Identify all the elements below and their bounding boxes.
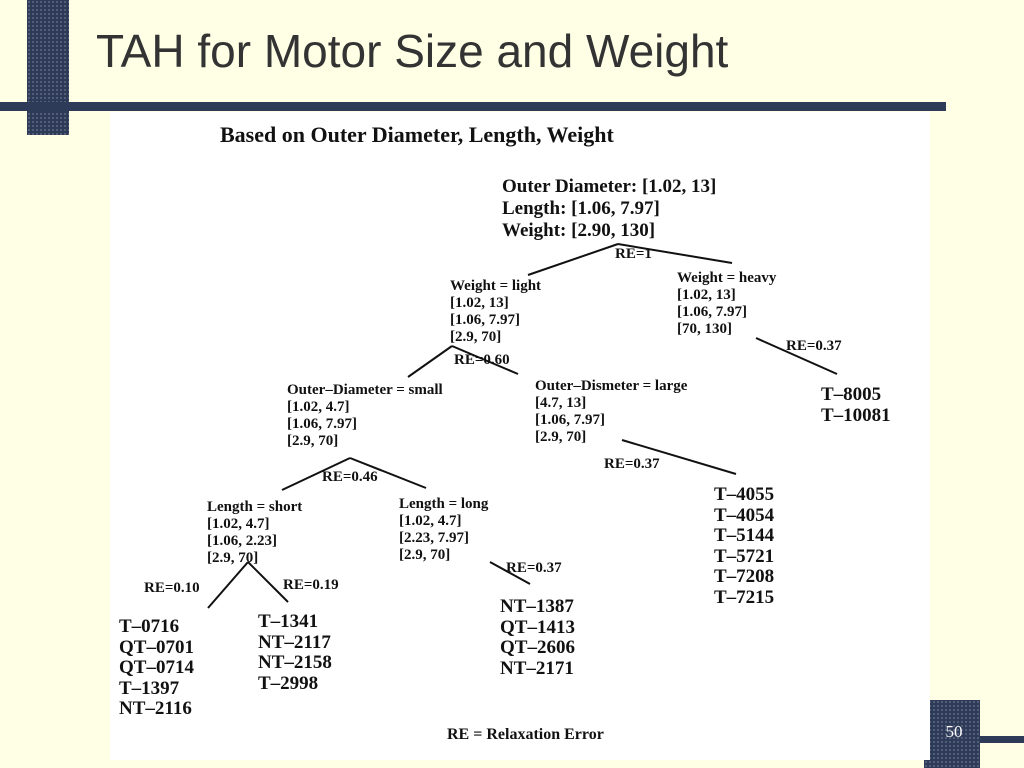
node-line: [1.02, 4.7] [287,399,350,415]
motor-id: NT–2171 [500,657,574,679]
motor-id: NT–1387 [500,596,574,617]
motor-id: QT–0714 [119,657,194,678]
re-label-od-small: RE=0.46 [322,469,378,485]
re-label-root: RE=1 [615,246,652,262]
re-label-weight-light: RE=0.60 [454,352,510,368]
tree-edges [207,243,838,609]
tah-diagram: Based on Outer Diameter, Length, Weight … [110,112,930,760]
motor-id: T–5721 [714,545,775,567]
node-line: [1.06, 7.97] [287,416,357,432]
edge-short-a [207,561,249,609]
edge-light-small [407,345,453,378]
node-line: [2.23, 7.97] [399,530,469,546]
motor-id: T–10081 [821,404,891,426]
motor-id: QT–2606 [500,637,575,658]
motor-id: NT–2158 [258,652,332,673]
motor-id: T–1341 [258,611,319,632]
edge-root-heavy [617,243,733,264]
leaf-list-long: NT–1387 QT–1413 QT–2606 NT–2171 [500,596,575,679]
node-line: [1.06, 7.97] [535,412,605,428]
bottom-right-bar [980,736,1024,743]
node-line: [1.02, 4.7] [399,513,462,529]
motor-id: T–7215 [714,586,775,608]
motor-id: T–7208 [714,566,775,587]
edge-short-b [247,561,289,603]
motor-id: T–8005 [821,384,882,405]
edge-root-light [527,243,619,276]
node-line: Outer–Dismeter = large [535,378,688,394]
re-label-od-large: RE=0.37 [604,456,660,472]
node-od-large: Outer–Dismeter = large [4.7, 13] [1.06, … [535,378,687,446]
node-weight-light: Weight = light [1.02, 13] [1.06, 7.97] [… [450,278,541,346]
node-line: [2.9, 70] [399,547,451,563]
figure-footnote: RE = Relaxation Error [447,726,604,743]
node-line: [1.02, 4.7] [207,516,270,532]
motor-id: NT–2116 [119,698,192,719]
motor-id: QT–1413 [500,616,575,638]
page-number: 50 [945,722,963,741]
node-line: Length = short [207,499,303,515]
re-label-weight-heavy: RE=0.37 [786,338,842,354]
node-line: [2.9, 70] [207,550,259,566]
motor-id: NT–2117 [258,631,331,653]
figure-heading: Based on Outer Diameter, Length, Weight [220,122,614,147]
node-line: [1.06, 7.97] [450,312,520,328]
node-line: Length = long [399,496,489,512]
node-line: [2.9, 70] [535,429,587,445]
root-node-line: Outer Diameter: [1.02, 13] [502,176,717,197]
node-line: Weight = heavy [677,270,777,286]
edge-small-long [349,457,427,489]
edge-heavy-leaf [755,337,838,375]
leaf-list-short-b: T–1341 NT–2117 NT–2158 T–2998 [258,611,332,694]
top-left-accent-block [27,0,69,135]
node-weight-heavy: Weight = heavy [1.02, 13] [1.06, 7.97] [… [677,270,776,338]
node-line: Weight = light [450,278,542,294]
leaf-list-short-a: T–0716 QT–0701 QT–0714 T–1397 NT–2116 [119,616,194,720]
motor-id: QT–0701 [119,636,194,658]
node-line: [70, 130] [677,321,732,337]
node-od-small: Outer–Diameter = small [1.02, 4.7] [1.06… [287,382,443,450]
node-line: [1.06, 7.97] [677,304,747,320]
edge-light-large [451,345,519,375]
edge-long-leaf [489,561,531,585]
node-line: [1.02, 13] [450,295,509,311]
node-line: [2.9, 70] [287,433,339,449]
title-underline-bar [0,102,946,111]
node-line: [2.9, 70] [450,329,502,345]
motor-id: T–4054 [714,504,775,526]
node-line: [4.7, 13] [535,395,587,411]
leaf-list-large: T–4055 T–4054 T–5144 T–5721 T–7208 T–721… [714,484,775,608]
root-node: Outer Diameter: [1.02, 13] Length: [1.06… [502,176,716,242]
re-label-short-a: RE=0.10 [144,580,200,596]
leaf-list-heavy: T–8005 T–10081 [821,384,891,426]
node-line: [1.02, 13] [677,287,736,303]
motor-id: T–0716 [119,616,180,637]
node-line: Outer–Diameter = small [287,382,443,398]
re-label-length-long: RE=0.37 [506,560,562,576]
slide-title: TAH for Motor Size and Weight [96,25,729,77]
motor-id: T–1397 [119,677,180,699]
node-length-short: Length = short [1.02, 4.7] [1.06, 2.23] … [207,499,302,567]
node-length-long: Length = long [1.02, 4.7] [2.23, 7.97] [… [399,496,488,564]
motor-id: T–2998 [258,672,319,694]
re-label-short-b: RE=0.19 [283,577,339,593]
page-number-block [924,700,980,768]
motor-id: T–4055 [714,484,775,505]
node-line: [1.06, 2.23] [207,533,277,549]
edge-small-short [281,457,351,491]
motor-id: T–5144 [714,525,775,546]
edge-large-leaf [621,439,737,475]
root-node-line: Length: [1.06, 7.97] [502,198,660,219]
root-node-line: Weight: [2.90, 130] [502,220,656,241]
